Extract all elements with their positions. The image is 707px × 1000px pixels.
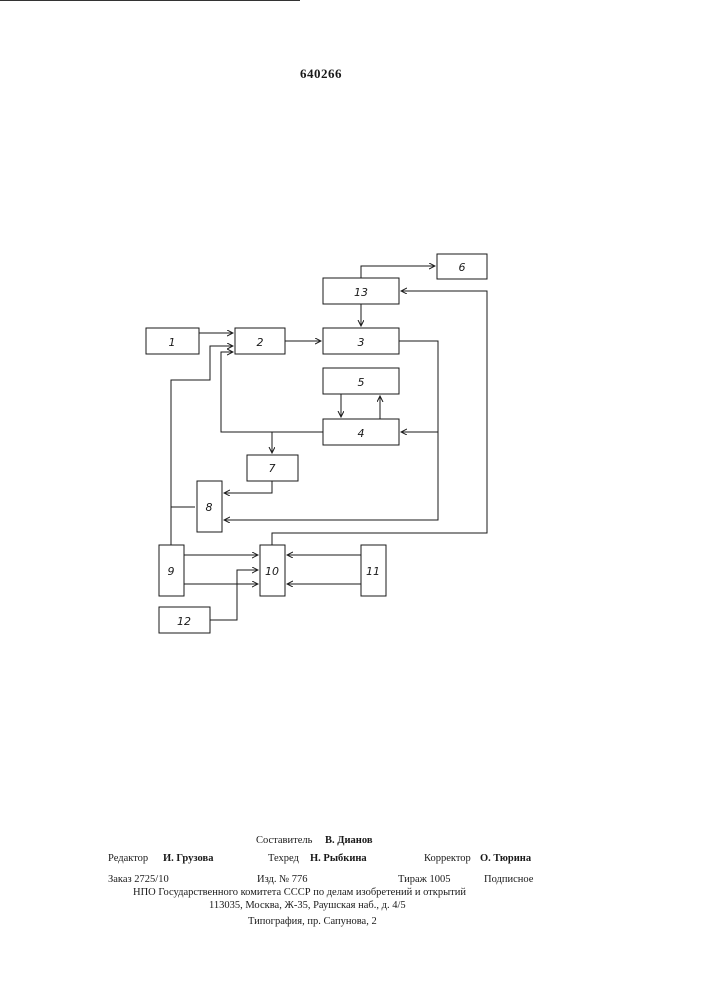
block-3-label: 3	[358, 336, 365, 349]
wire-7-8	[224, 481, 272, 493]
block-7: 7	[247, 455, 298, 481]
block-5: 5	[323, 368, 399, 394]
block-8: 8	[197, 481, 222, 532]
block-9-label: 9	[168, 565, 175, 578]
wire-12-10	[210, 570, 258, 620]
block-4-label: 4	[358, 427, 365, 440]
wire-4-2	[221, 352, 323, 432]
block-7-label: 7	[269, 462, 276, 475]
block-12: 12	[159, 607, 210, 633]
block-1-label: 1	[169, 336, 176, 349]
block-2: 2	[235, 328, 285, 354]
block-11: 11	[361, 545, 386, 596]
block-10-label: 10	[265, 565, 279, 578]
block-5-label: 5	[358, 376, 365, 389]
block-3: 3	[323, 328, 399, 354]
wire-13-6	[361, 266, 435, 278]
block-6-label: 6	[459, 261, 466, 274]
block-13-label: 13	[354, 286, 368, 299]
block-8-label: 8	[206, 501, 213, 514]
block-12-label: 12	[177, 615, 191, 628]
block-6: 6	[437, 254, 487, 279]
block-4: 4	[323, 419, 399, 445]
block-1: 1	[146, 328, 199, 354]
block-9: 9	[159, 545, 184, 596]
block-11-label: 11	[366, 565, 380, 578]
block-2-label: 2	[257, 336, 264, 349]
block-10: 10	[260, 545, 285, 596]
block-13: 13	[323, 278, 399, 304]
